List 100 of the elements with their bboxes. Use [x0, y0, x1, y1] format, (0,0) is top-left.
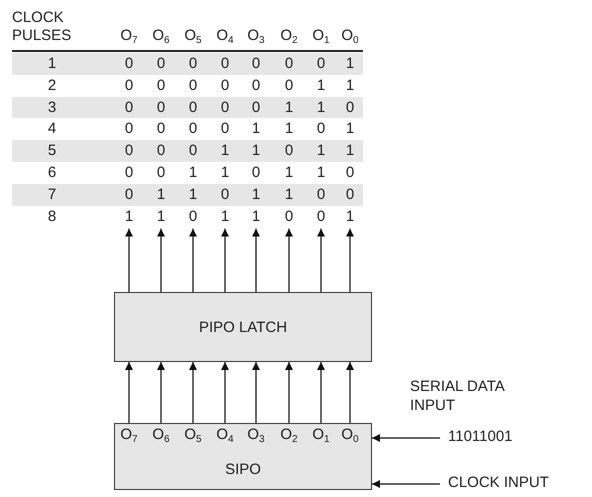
table-cell-text: 0	[250, 164, 262, 181]
table-cell-text: 1	[284, 186, 294, 203]
arrow	[221, 228, 229, 292]
table-cell-text: 0	[124, 55, 134, 72]
table-cell-text: 0	[220, 186, 230, 203]
table-cell-text: 1	[220, 142, 230, 160]
column-header: O$_{1}$	[311, 27, 331, 44]
table-cell-text: 4	[46, 120, 58, 138]
table-cell-text: 0	[156, 142, 166, 160]
table-cell-text: 1	[344, 142, 356, 160]
input-caption: SERIAL DATA INPUT	[410, 377, 506, 415]
table-cell-text: 0	[316, 55, 326, 72]
table-cell-text: 0	[220, 55, 230, 72]
table-cell-text: 0	[188, 55, 198, 72]
column-header: O$_{7}$	[119, 27, 139, 44]
pin-label: O$_{2}$	[279, 426, 299, 443]
arrow	[252, 228, 260, 292]
table-cell-text: 8	[46, 208, 58, 225]
table-cell-text: 1	[220, 164, 230, 181]
register-block	[114, 423, 372, 490]
table-cell-text: 2	[46, 76, 58, 94]
pin-label: O$_{1}$	[311, 426, 331, 443]
table-cell-text: 1	[284, 98, 294, 116]
table-cell-text: 0	[156, 98, 166, 116]
table-cell: 1	[119, 208, 139, 229]
table-cell-text: 5	[46, 142, 58, 160]
arrow	[157, 362, 165, 423]
table-cell-text: 0	[220, 98, 230, 116]
arrow	[317, 228, 325, 292]
table-cell-text: 0	[124, 120, 134, 138]
table-cell-text: 7	[46, 186, 58, 203]
pin-label: O$_{3}$	[246, 426, 266, 443]
table-cell-text: 0	[316, 186, 326, 203]
arrow	[372, 480, 440, 488]
table-cell-text: 1	[156, 186, 166, 203]
table-cell-text: 0	[220, 76, 230, 94]
table-cell-text: 0	[284, 76, 294, 94]
table-cell-text: 0	[124, 98, 134, 116]
table-cell: 1	[246, 208, 266, 229]
table-cell-text: 0	[344, 186, 356, 203]
arrow	[317, 362, 325, 423]
block-title: PIPO LATCH	[198, 319, 288, 336]
table-cell-text: 6	[46, 164, 58, 181]
table-cell: 1	[340, 208, 360, 229]
table-cell-text: 0	[188, 76, 198, 94]
pin-label: O$_{5}$	[183, 426, 203, 443]
arrow	[189, 228, 197, 292]
table-cell-text: 0	[124, 164, 134, 181]
column-header: O$_{0}$	[340, 27, 360, 44]
table-cell-text: 1	[344, 76, 356, 94]
table-cell-text: 0	[188, 98, 198, 116]
table-cell-text: 0	[250, 98, 262, 116]
table-cell-text: 0	[188, 142, 198, 160]
arrow	[252, 362, 260, 423]
table-cell-text: 0	[316, 120, 326, 138]
arrow	[125, 362, 133, 423]
table-cell-text: 0	[220, 120, 230, 138]
table-cell: 1	[215, 208, 235, 229]
pin-label: O$_{0}$	[340, 426, 360, 443]
table-cell-text: 1	[284, 120, 294, 138]
arrow	[285, 228, 293, 292]
table-cell-text: 1	[250, 142, 262, 160]
table-cell: 0	[279, 208, 299, 229]
column-header: O$_{3}$	[246, 27, 266, 44]
table-cell-text: 0	[124, 76, 134, 94]
table-cell-text: 0	[188, 120, 198, 138]
table-cell-text: 0	[250, 55, 262, 72]
table-cell-text: 1	[250, 186, 262, 203]
table-cell-text: 0	[250, 76, 262, 94]
table-cell-text: 0	[344, 98, 356, 116]
table-cell-text: 0	[284, 142, 294, 160]
table-cell-text: 1	[284, 164, 294, 181]
table-cell-text: 1	[316, 98, 326, 116]
table-cell-text: 0	[156, 55, 166, 72]
arrow	[346, 228, 354, 292]
table-cell-text: 0	[156, 120, 166, 138]
input-label: 11011001	[440, 428, 513, 445]
table-cell-text: 3	[46, 98, 58, 116]
table-cell-text: 1	[316, 76, 326, 94]
arrow	[346, 362, 354, 423]
table-cell: 1	[151, 208, 171, 229]
input-label: CLOCK INPUT	[440, 474, 549, 491]
arrow	[157, 228, 165, 292]
pin-label: O$_{7}$	[119, 426, 139, 443]
latch-block	[114, 292, 372, 362]
table-cell-text: 1	[316, 142, 326, 160]
table-cell-text: 0	[156, 76, 166, 94]
table-cell-text: 0	[344, 164, 356, 181]
arrow	[189, 362, 197, 423]
arrow	[125, 228, 133, 292]
table-cell-text: 1	[344, 55, 356, 72]
table-cell-text: 1	[188, 164, 198, 181]
column-header: O$_{6}$	[151, 27, 171, 44]
arrow	[372, 434, 440, 442]
table-cell-text: 0	[156, 164, 166, 181]
table-cell-text: 1	[188, 186, 198, 203]
table-cell-text: 1	[46, 55, 58, 72]
table-cell-text: 0	[284, 55, 294, 72]
table-cell-text: 1	[344, 120, 356, 138]
column-header: CLOCK PULSES	[12, 9, 72, 45]
